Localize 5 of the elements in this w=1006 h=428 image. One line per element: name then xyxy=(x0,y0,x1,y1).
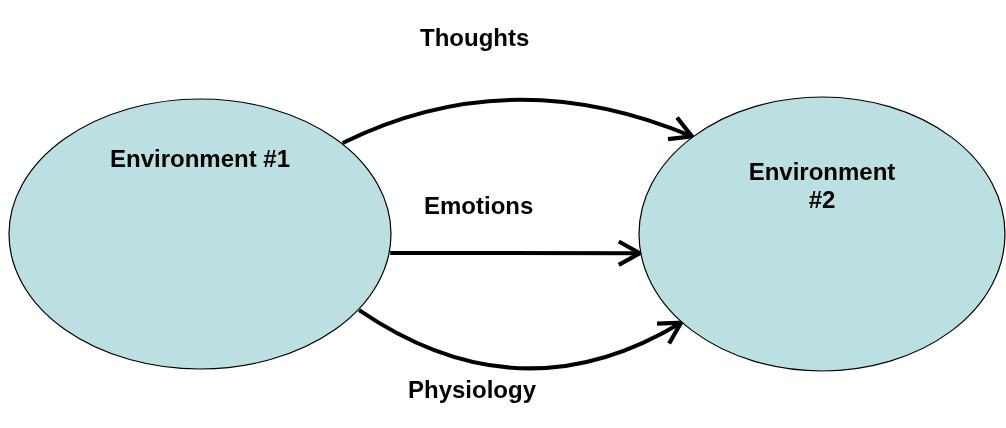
arrow xyxy=(390,239,642,267)
node-label: Environment #2 xyxy=(747,158,897,214)
node-label: Environment #1 xyxy=(108,145,291,173)
arrow xyxy=(358,308,684,371)
arrow xyxy=(341,97,694,145)
